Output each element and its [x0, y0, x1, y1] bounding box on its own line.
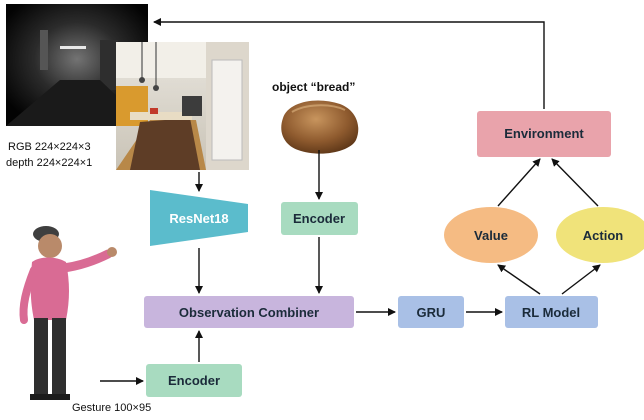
gesture-encoder-label: Encoder	[168, 373, 220, 388]
resnet18-block: ResNet18	[150, 190, 248, 246]
arrow-rl-model-to-value	[497, 264, 541, 295]
gesture-caption: Gesture 100×95	[72, 402, 151, 414]
environment-label: Environment	[504, 126, 584, 141]
value-node: Value	[444, 207, 538, 263]
object-encoder-block: Encoder	[281, 202, 358, 235]
rl-model-label: RL Model	[522, 305, 580, 320]
observation-combiner-label: Observation Combiner	[179, 305, 319, 320]
value-label: Value	[474, 228, 508, 243]
action-node: Action	[556, 207, 644, 263]
bread-image	[281, 100, 359, 154]
arrows	[100, 18, 601, 385]
gesture-encoder-block: Encoder	[146, 364, 242, 397]
gru-block: GRU	[398, 296, 464, 328]
gesturing-person-image	[19, 226, 117, 400]
rgb-image	[116, 42, 249, 170]
arrow-rl-model-to-action	[561, 264, 601, 295]
arrow-value-to-environment	[497, 158, 541, 207]
resnet18-label: ResNet18	[169, 211, 228, 226]
object-encoder-label: Encoder	[293, 211, 345, 226]
arrow-environment-to-observations	[153, 18, 545, 109]
action-label: Action	[583, 228, 624, 243]
environment-block: Environment	[477, 111, 611, 157]
rgb-caption: RGB 224×224×3	[8, 141, 91, 153]
arrow-action-to-environment	[551, 158, 599, 207]
observation-combiner-block: Observation Combiner	[144, 296, 354, 328]
depth-caption: depth 224×224×1	[6, 157, 92, 169]
object-caption: object “bread”	[272, 80, 355, 94]
gru-label: GRU	[417, 305, 446, 320]
rl-model-block: RL Model	[505, 296, 598, 328]
